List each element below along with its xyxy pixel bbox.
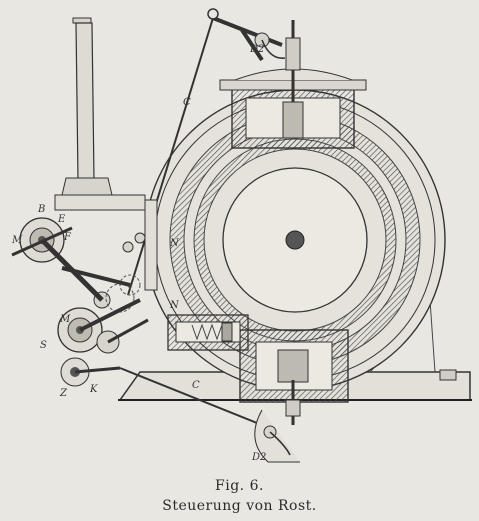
eccentric-rods — [119, 8, 300, 463]
label-cylinder: N — [169, 238, 180, 249]
label-lever-f: F — [63, 232, 72, 243]
label-rod-lower: C — [192, 380, 200, 391]
top-valve-chest — [219, 20, 367, 149]
regulator-cylinder — [167, 314, 249, 351]
label-shaft-upper: M — [11, 235, 23, 246]
label-lever-s: S — [40, 340, 47, 351]
label-lever-b: B — [37, 204, 45, 215]
label-rod-upper: C — [183, 97, 191, 108]
figure-title: Steuerung von Rost. — [162, 498, 317, 514]
label-regulator: N — [169, 300, 180, 311]
valve-gear — [11, 217, 149, 387]
lower-valve-lever — [263, 425, 291, 456]
technical-drawing: D2 D2 C C M M N N F B E K Z S — [11, 8, 472, 463]
label-shaft-lower: M — [59, 314, 71, 325]
bottom-valve-chest — [239, 329, 349, 425]
label-lever-k: K — [89, 384, 98, 395]
upper-valve-lever — [254, 32, 286, 59]
figure-number: Fig. 6. — [215, 478, 264, 494]
label-lever-z: Z — [59, 388, 68, 399]
label-valve-bottom: D2 — [251, 452, 266, 463]
exhaust-stack — [54, 17, 146, 211]
label-lever-e: E — [57, 214, 66, 225]
label-valve-top: D2 — [249, 44, 264, 55]
